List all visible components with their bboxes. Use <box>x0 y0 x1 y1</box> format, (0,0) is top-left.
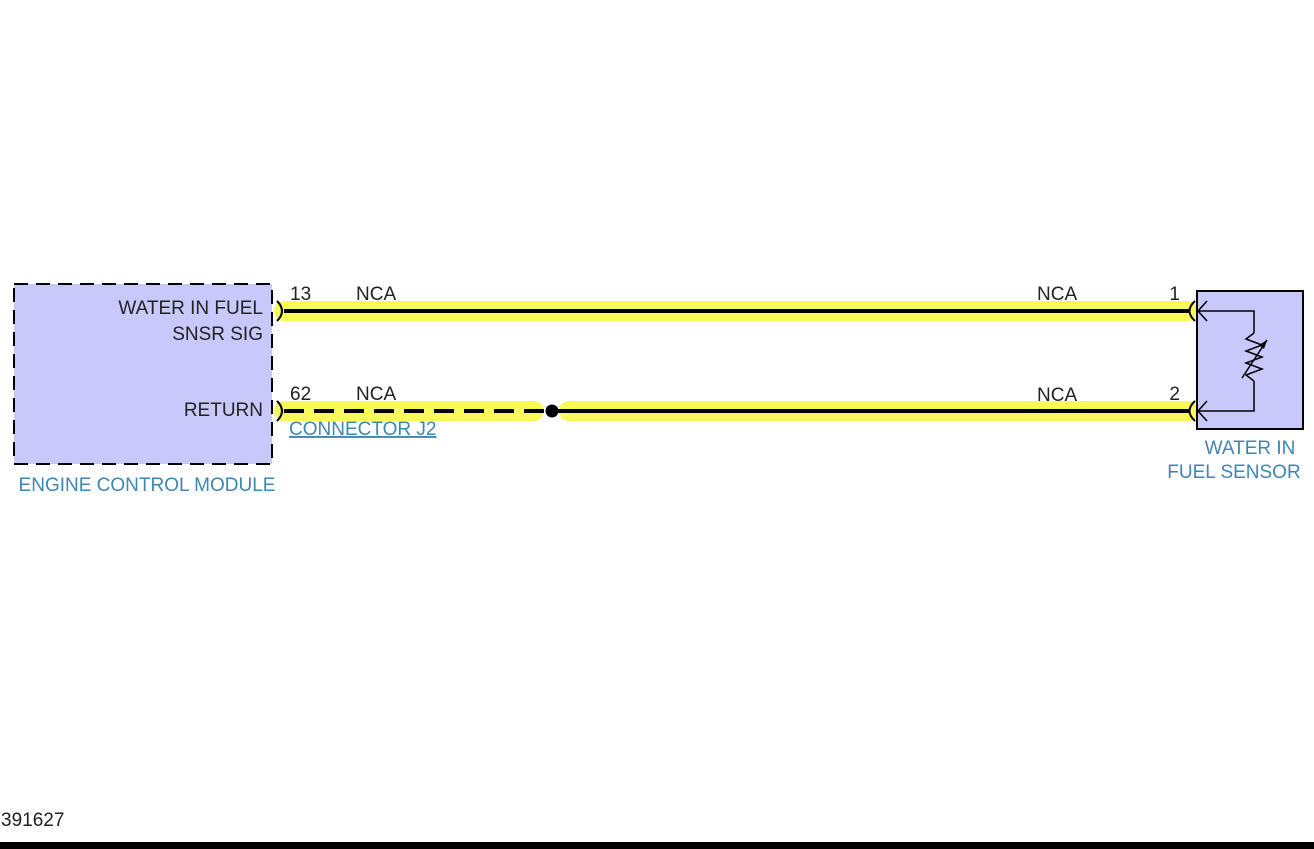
sensor-box <box>1196 290 1304 430</box>
bottom-border <box>0 842 1314 849</box>
sensor-pin-1-number: 1 <box>1169 284 1180 305</box>
circuit-1-wire-label-right: NCA <box>1037 284 1077 305</box>
sensor-pin-2-number: 2 <box>1169 384 1180 405</box>
ecm-pin-13-terminal <box>276 300 283 322</box>
ecm-pin-62-terminal <box>276 400 283 422</box>
ecm-pin-13-number: 13 <box>290 284 311 305</box>
variable-resistor-icon <box>1196 300 1268 422</box>
circuit-2-wire-label-left: NCA <box>356 384 396 405</box>
sensor-name-line1: WATER IN <box>1205 438 1296 459</box>
ecm-pin-13-label-line2: SNSR SIG <box>172 324 263 345</box>
ecm-pin-62-number: 62 <box>290 384 311 405</box>
splice-dot <box>545 404 559 418</box>
circuit-2-wire-label-right: NCA <box>1037 385 1077 406</box>
diagram-id: 391627 <box>1 810 65 831</box>
ecm-pin-13-label-line1: WATER IN FUEL <box>118 298 263 319</box>
ecm-pin-62-label: RETURN <box>184 400 263 421</box>
circuit-1-wire-label-left: NCA <box>356 284 396 305</box>
sensor-name-line2: FUEL SENSOR <box>1167 462 1300 483</box>
connector-j2-link[interactable]: CONNECTOR J2 <box>289 419 436 440</box>
sensor-pin-1-terminal <box>1188 300 1196 322</box>
ecm-box <box>13 283 273 465</box>
ecm-name: ENGINE CONTROL MODULE <box>19 475 276 496</box>
sensor-pin-2-terminal <box>1188 400 1196 422</box>
